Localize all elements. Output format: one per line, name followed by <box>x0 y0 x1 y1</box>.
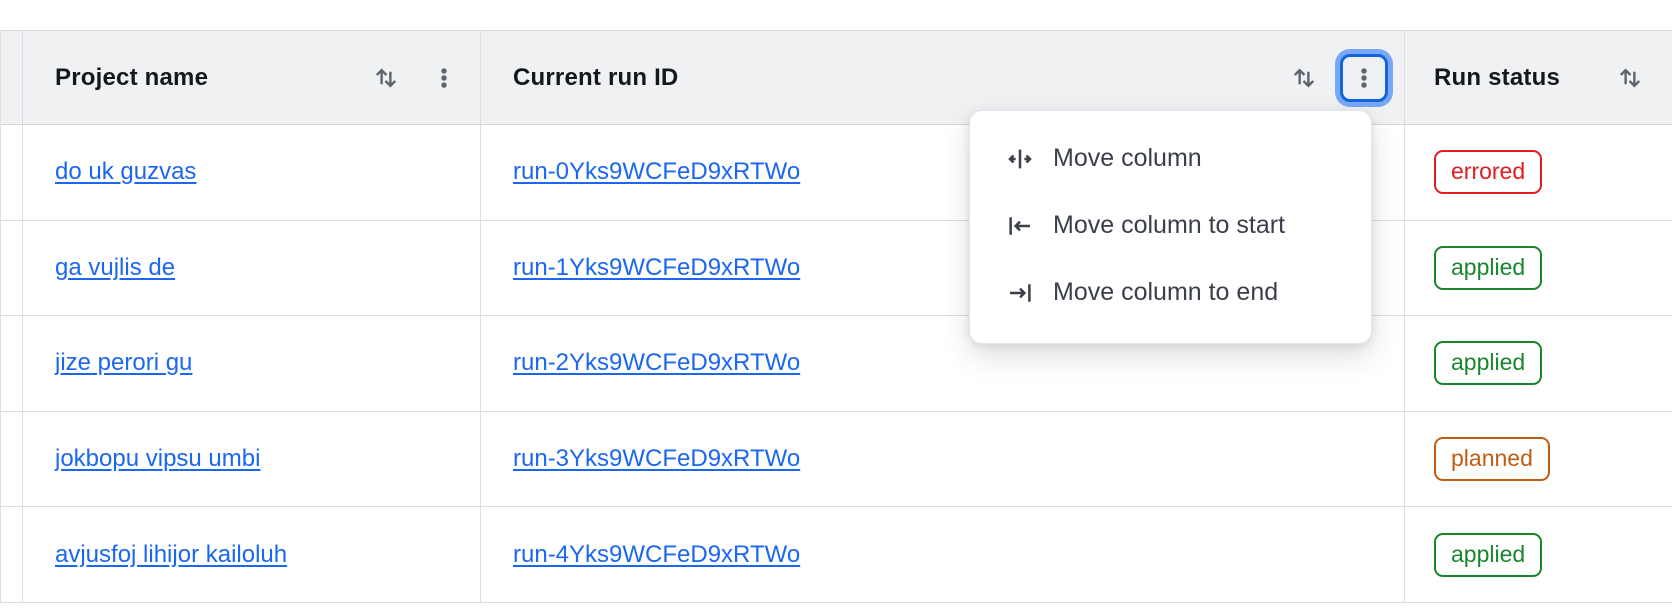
project-link[interactable]: avjusfoj lihijor kailoluh <box>55 540 288 568</box>
menu-item-move-column-to-start[interactable]: Move column to start <box>970 192 1371 259</box>
gutter-cell <box>1 316 23 411</box>
gutter-cell <box>1 220 23 316</box>
move-column-to-end-icon <box>1005 278 1035 308</box>
run-status-badge: errored <box>1434 150 1543 195</box>
menu-item-label: Move column <box>1053 144 1202 172</box>
run-status-badge: applied <box>1434 532 1543 577</box>
gutter-cell <box>1 411 23 507</box>
move-column-to-start-icon <box>1005 211 1035 241</box>
column-label: Current run ID <box>513 63 679 91</box>
column-options-menu: Move column Move column to start Move co… <box>969 110 1372 344</box>
sort-button[interactable] <box>364 56 408 100</box>
column-menu-button[interactable] <box>422 56 466 100</box>
kebab-dots-icon <box>1351 65 1377 91</box>
run-id-link[interactable]: run-1Yks9WCFeD9xRTWo <box>513 253 801 281</box>
table-header-row: Project name <box>1 31 1672 125</box>
project-link[interactable]: jokbopu vipsu umbi <box>55 445 261 473</box>
table-row: do uk guzvas run-0Yks9WCFeD9xRTWo errore… <box>1 125 1672 221</box>
kebab-dots-icon <box>431 65 457 91</box>
column-header-run-status: Run status <box>1405 31 1672 124</box>
run-status-badge: applied <box>1434 341 1543 386</box>
menu-item-move-column-to-end[interactable]: Move column to end <box>970 259 1371 326</box>
menu-item-move-column[interactable]: Move column <box>970 125 1371 192</box>
menu-item-label: Move column to end <box>1053 278 1279 306</box>
runs-table: Project name <box>0 30 1672 603</box>
gutter-cell <box>1 507 23 602</box>
table-row: avjusfoj lihijor kailoluh run-4Yks9WCFeD… <box>1 507 1672 603</box>
menu-item-label: Move column to start <box>1053 211 1286 239</box>
table-row: jize perori gu run-2Yks9WCFeD9xRTWo appl… <box>1 316 1672 412</box>
column-label: Project name <box>55 63 209 91</box>
up-down-arrows-icon <box>371 63 401 93</box>
table-row: jokbopu vipsu umbi run-3Yks9WCFeD9xRTWo … <box>1 411 1672 508</box>
column-header-current-run-id: Current run ID <box>481 31 1405 124</box>
gutter-cell <box>1 125 23 220</box>
column-label: Run status <box>1434 63 1561 91</box>
run-id-link[interactable]: run-0Yks9WCFeD9xRTWo <box>513 158 801 186</box>
up-down-arrows-icon <box>1615 63 1645 93</box>
sort-button[interactable] <box>1608 56 1652 100</box>
column-header-project-name: Project name <box>23 31 481 124</box>
run-status-badge: planned <box>1434 437 1550 482</box>
project-link[interactable]: do uk guzvas <box>55 158 197 186</box>
run-id-link[interactable]: run-2Yks9WCFeD9xRTWo <box>513 349 801 377</box>
column-menu-button-active[interactable] <box>1340 53 1388 102</box>
gutter-header-cell <box>1 31 23 124</box>
run-id-link[interactable]: run-4Yks9WCFeD9xRTWo <box>513 540 801 568</box>
run-status-badge: applied <box>1434 245 1543 290</box>
project-link[interactable]: ga vujlis de <box>55 253 176 281</box>
up-down-arrows-icon <box>1289 63 1319 93</box>
project-link[interactable]: jize perori gu <box>55 349 193 377</box>
table-row: ga vujlis de run-1Yks9WCFeD9xRTWo applie… <box>1 220 1672 317</box>
run-id-link[interactable]: run-3Yks9WCFeD9xRTWo <box>513 445 801 473</box>
move-column-icon <box>1005 144 1035 174</box>
sort-button[interactable] <box>1282 56 1326 100</box>
